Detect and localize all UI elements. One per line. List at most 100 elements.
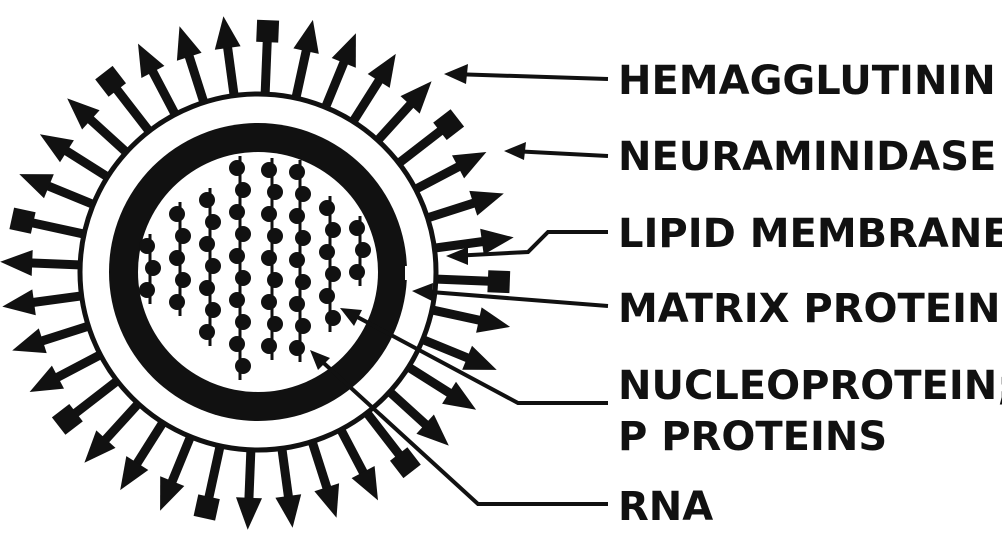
nucleoprotein-bead xyxy=(267,272,283,288)
hemagglutinin-head xyxy=(40,134,74,162)
hemagglutinin-spike xyxy=(215,16,241,103)
hemagglutinin-head xyxy=(442,382,476,410)
hemagglutinin-head xyxy=(332,33,356,68)
pointer-matrix-protein xyxy=(418,291,608,306)
hemagglutinin-spike xyxy=(384,386,449,445)
nucleoprotein-bead xyxy=(295,230,311,246)
hemagglutinin-head xyxy=(12,328,47,353)
hemagglutinin-spike xyxy=(30,351,108,392)
nucleoprotein-bead xyxy=(199,236,215,252)
virus-particle xyxy=(80,94,436,450)
hemagglutinin-head xyxy=(469,191,504,216)
hemagglutinin-head xyxy=(19,174,54,198)
arrowhead-hemagglutinin xyxy=(444,64,468,84)
nucleoprotein-bead xyxy=(289,296,305,312)
hemagglutinin-head xyxy=(480,229,514,255)
hemagglutinin-head xyxy=(368,54,396,88)
label-nucleoprotein: NUCLEOPROTEIN; xyxy=(618,363,1002,409)
neuraminidase-head xyxy=(487,270,510,293)
hemagglutinin-head xyxy=(215,16,241,50)
nucleoprotein-bead xyxy=(319,288,335,304)
hemagglutinin-spike xyxy=(337,423,378,501)
nucleoprotein-bead xyxy=(289,340,305,356)
hemagglutinin-head xyxy=(462,346,497,370)
neuraminidase-head xyxy=(256,20,279,43)
nucleoprotein-bead xyxy=(295,274,311,290)
neuraminidase-head xyxy=(194,494,220,520)
nucleoprotein-bead xyxy=(261,250,277,266)
nucleoprotein-bead xyxy=(235,182,251,198)
hemagglutinin-head xyxy=(293,20,318,54)
hemagglutinin-spike xyxy=(372,81,431,146)
nucleoprotein-bead xyxy=(169,250,185,266)
nucleoprotein-bead xyxy=(319,200,335,216)
hemagglutinin-spike xyxy=(420,191,504,220)
nucleoprotein-bead xyxy=(355,242,371,258)
hemagglutinin-head xyxy=(452,152,486,178)
hemagglutinin-spike xyxy=(177,26,206,110)
hemagglutinin-spike xyxy=(424,307,510,332)
nucleoprotein-bead xyxy=(319,244,335,260)
virus-interior xyxy=(138,152,378,392)
neuraminidase-spike xyxy=(428,270,510,293)
matrix-notch xyxy=(405,266,427,280)
label-hemagglutinin: HEMAGGLUTININ xyxy=(618,58,996,104)
nucleoprotein-bead xyxy=(267,316,283,332)
hemagglutinin-head xyxy=(352,466,378,500)
hemagglutinin-head xyxy=(177,26,202,61)
nucleoprotein-bead xyxy=(199,324,215,340)
neuraminidase-spike xyxy=(194,438,222,520)
hemagglutinin-head xyxy=(314,483,339,518)
label-rna: RNA xyxy=(618,484,713,530)
hemagglutinin-spike xyxy=(138,44,179,122)
nucleoprotein-bead xyxy=(139,238,155,254)
hemagglutinin-spike xyxy=(275,440,301,527)
nucleoprotein-bead xyxy=(229,248,245,264)
hemagglutinin-head xyxy=(275,494,301,528)
hemagglutinin-spike xyxy=(310,434,339,518)
nucleoprotein-bead xyxy=(139,282,155,298)
nucleoprotein-bead xyxy=(295,186,311,202)
hemagglutinin-spike xyxy=(0,250,88,276)
label-lipid-membrane: LIPID MEMBRANE xyxy=(618,211,1002,257)
nucleoprotein-bead xyxy=(325,266,341,282)
hemagglutinin-head xyxy=(120,456,148,490)
nucleoprotein-bead xyxy=(205,258,221,274)
hemagglutinin-spike xyxy=(293,20,318,106)
pointer-hemagglutinin xyxy=(452,74,608,79)
label-matrix-protein: MATRIX PROTEIN xyxy=(618,286,1000,332)
nucleoprotein-bead xyxy=(235,358,251,374)
hemagglutinin-head xyxy=(138,44,164,78)
arrowhead-neuraminidase xyxy=(504,142,526,160)
nucleoprotein-bead xyxy=(289,164,305,180)
nucleoprotein-bead xyxy=(349,264,365,280)
nucleoprotein-bead xyxy=(261,206,277,222)
nucleoprotein-bead xyxy=(289,252,305,268)
hemagglutinin-spike xyxy=(409,152,487,193)
hemagglutinin-spike xyxy=(322,33,355,114)
nucleoprotein-bead xyxy=(229,292,245,308)
hemagglutinin-head xyxy=(2,289,36,315)
label-neuraminidase: NEURAMINIDASE xyxy=(618,134,996,180)
hemagglutinin-head xyxy=(476,307,510,332)
nucleoprotein-bead xyxy=(205,302,221,318)
hemagglutinin-spike xyxy=(120,416,167,490)
nucleoprotein-bead xyxy=(267,184,283,200)
pointer-neuraminidase xyxy=(512,151,608,156)
nucleoprotein-bead xyxy=(235,226,251,242)
nucleoprotein-bead xyxy=(145,260,161,276)
nucleoprotein-bead xyxy=(205,214,221,230)
hemagglutinin-head xyxy=(160,476,184,511)
hemagglutinin-spike xyxy=(349,54,396,128)
hemagglutinin-spike xyxy=(160,429,193,510)
nucleoprotein-bead xyxy=(325,310,341,326)
label-p-proteins: P PROTEINS xyxy=(618,414,887,460)
nucleoprotein-bead xyxy=(175,228,191,244)
nucleoprotein-bead xyxy=(267,228,283,244)
nucleoprotein-bead xyxy=(261,294,277,310)
neuraminidase-head xyxy=(9,208,35,234)
hemagglutinin-head xyxy=(30,366,64,392)
nucleoprotein-bead xyxy=(261,338,277,354)
hemagglutinin-spike xyxy=(236,442,262,530)
